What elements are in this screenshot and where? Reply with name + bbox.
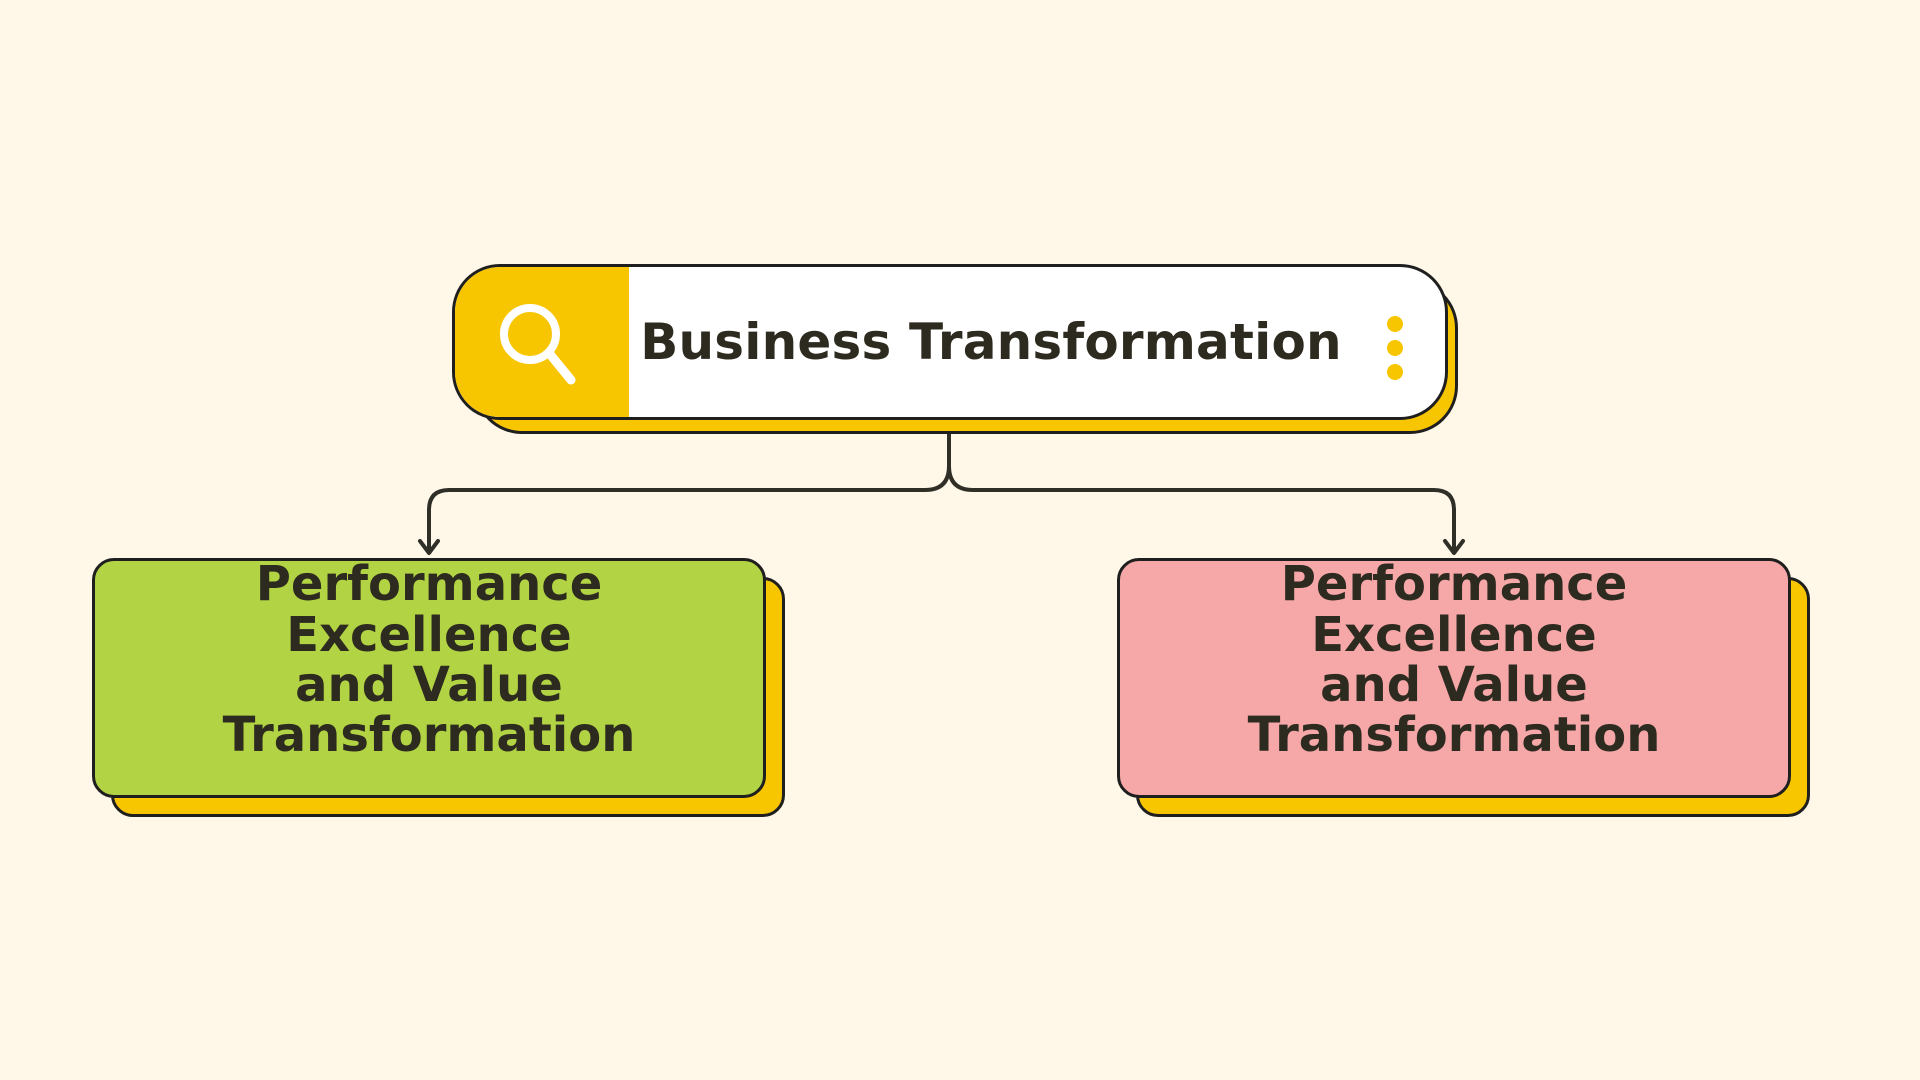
connector-root-to-right — [947, 429, 1456, 554]
menu-dot — [1387, 364, 1403, 380]
left-child-card: Performance Excellence and Value Transfo… — [92, 558, 766, 798]
right-child-label: Performance Excellence and Value Transfo… — [1247, 556, 1661, 764]
right-child-card: Performance Excellence and Value Transfo… — [1117, 558, 1791, 798]
search-bar[interactable]: Business Transformation — [452, 264, 1448, 420]
arrowhead-left — [418, 539, 440, 555]
search-icon-panel — [455, 267, 629, 417]
search-icon — [500, 304, 576, 385]
more-vertical-icon[interactable] — [1387, 316, 1405, 382]
arrowhead-right — [1443, 539, 1465, 555]
left-child-label: Performance Excellence and Value Transfo… — [222, 556, 636, 764]
connector-root-to-left — [427, 429, 951, 554]
root-node-title: Business Transformation — [640, 313, 1342, 371]
menu-dot — [1387, 340, 1403, 356]
menu-dot — [1387, 316, 1403, 332]
